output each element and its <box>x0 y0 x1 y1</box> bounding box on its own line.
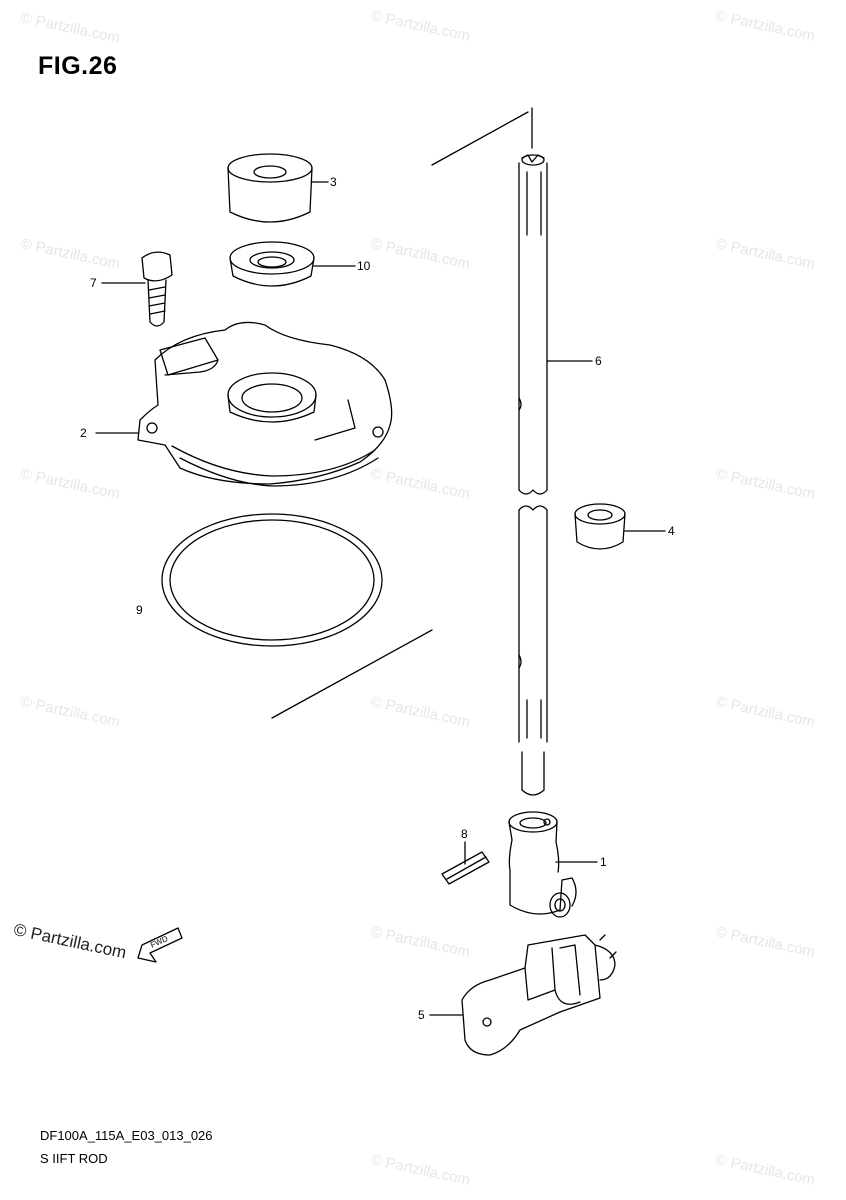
watermark: © Partzilla.com <box>369 923 471 961</box>
watermark: © Partzilla.com <box>369 1151 471 1189</box>
callout-6: 6 <box>595 354 602 368</box>
watermark: © Partzilla.com <box>19 9 121 47</box>
boundary-line <box>431 111 529 166</box>
watermark: © Partzilla.com <box>714 1151 816 1189</box>
watermark: © Partzilla.com <box>714 7 816 45</box>
figure-title: FIG.26 <box>38 52 118 80</box>
housing-part <box>137 321 393 487</box>
bush-part <box>227 153 313 223</box>
bush-small-part <box>574 503 626 550</box>
watermark: © Partzilla.com <box>19 235 121 273</box>
oil-seal-part <box>229 241 315 287</box>
watermark: © Partzilla.com <box>19 465 121 503</box>
fwd-arrow-icon: FWD <box>137 927 183 963</box>
watermark: © Partzilla.com <box>369 7 471 45</box>
figure-code: DF100A_115A_E03_013_026 <box>40 1128 213 1143</box>
shift-cam-part <box>461 934 617 1056</box>
watermark: © Partzilla.com <box>714 693 816 731</box>
watermark: © Partzilla.com <box>369 693 471 731</box>
callout-2: 2 <box>80 426 87 440</box>
shift-cam-holder-part <box>508 811 577 918</box>
watermark: © Partzilla.com <box>714 235 816 273</box>
callout-9: 9 <box>136 603 143 617</box>
bolt-part <box>141 251 173 327</box>
callout-10: 10 <box>357 259 371 273</box>
figure-name: S IIFT ROD <box>40 1151 108 1166</box>
watermark: © Partzilla.com <box>369 235 471 273</box>
o-ring-part <box>161 513 383 647</box>
watermark: © Partzilla.com <box>714 465 816 503</box>
watermark: © Partzilla.com <box>714 923 816 961</box>
shift-rod-part <box>518 154 548 796</box>
callout-1: 1 <box>600 855 607 869</box>
callout-3: 3 <box>330 175 337 189</box>
watermark: © Partzilla.com <box>19 693 121 731</box>
watermark: © Partzilla.com <box>369 465 471 503</box>
boundary-line <box>271 629 433 719</box>
pin-part <box>441 851 490 885</box>
callout-8: 8 <box>461 827 468 841</box>
callout-4: 4 <box>668 524 675 538</box>
callout-5: 5 <box>418 1008 425 1022</box>
callout-7: 7 <box>90 276 97 290</box>
